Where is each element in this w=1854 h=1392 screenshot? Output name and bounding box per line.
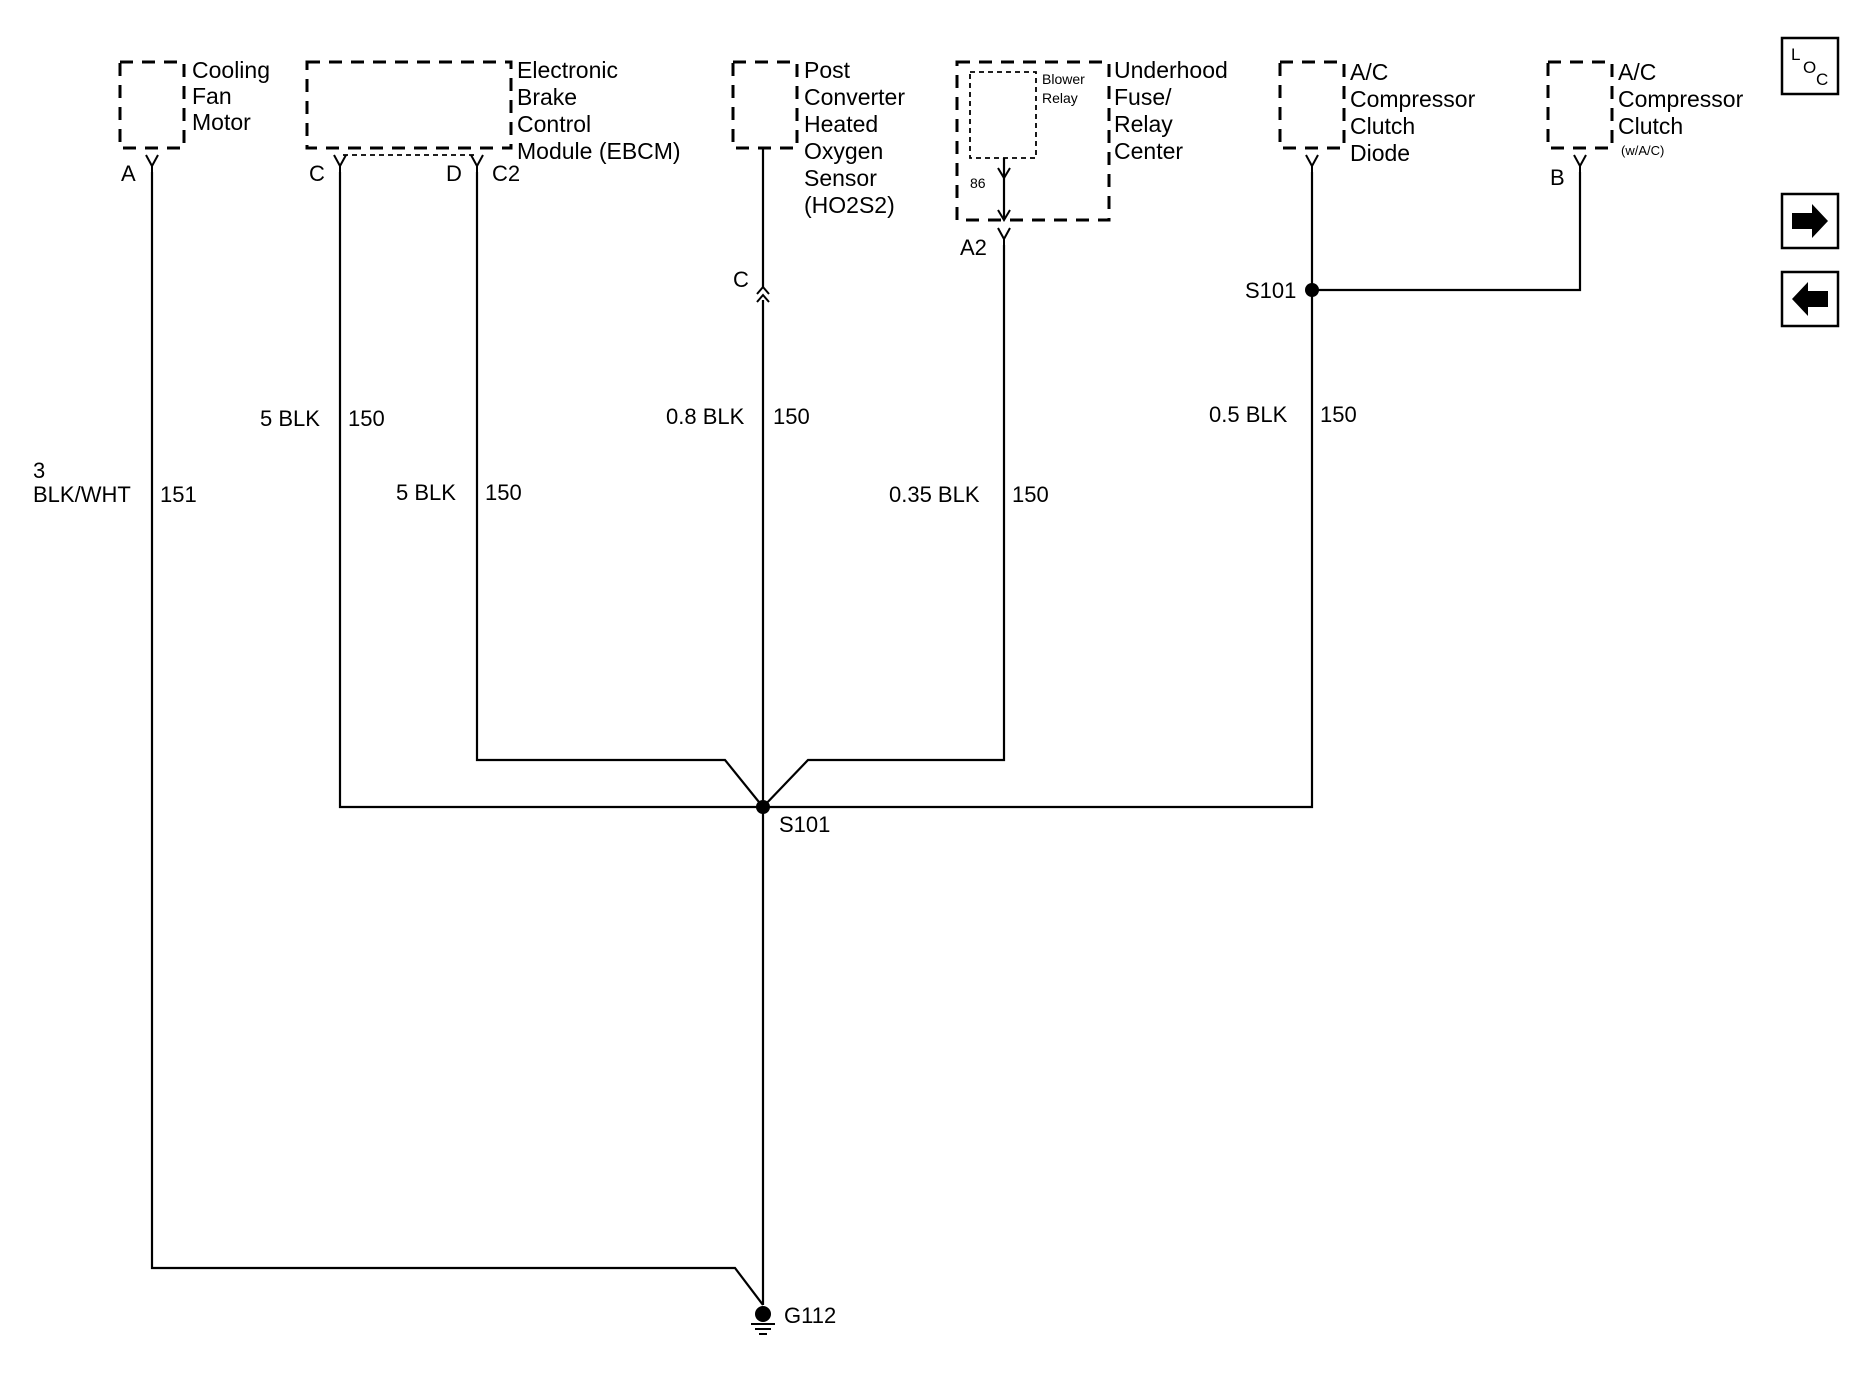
prev-page-button[interactable]	[1780, 270, 1840, 328]
pin-label-clutch-b: B	[1550, 165, 1565, 190]
wire-label-ebcm-c-gauge: 5 BLK	[260, 406, 320, 431]
ground-label: G112	[784, 1303, 836, 1328]
ac-clutch-box	[1546, 60, 1614, 150]
pin-label-fuse-a2: A2	[960, 235, 987, 260]
ho2s2-label: Post Converter Heated Oxygen Sensor (HO2…	[804, 57, 911, 218]
ebcm-label: Electronic Brake Control Module (EBCM)	[517, 57, 681, 164]
pin-ebcm-c	[333, 154, 347, 172]
pin-label-fan-a: A	[121, 161, 136, 186]
location-button-l: L	[1791, 45, 1800, 64]
wire-label-ebcm-d-gauge: 5 BLK	[396, 480, 456, 505]
cooling-fan-motor-label: Cooling Fan Motor	[192, 57, 276, 135]
ac-clutch-diode-label: A/C Compressor Clutch Diode	[1350, 59, 1482, 166]
pin-label-relay-86: 86	[970, 175, 986, 191]
wire-clutch-branch	[1312, 172, 1582, 292]
cooling-fan-motor-box	[118, 60, 186, 150]
ac-clutch-label: A/C Compressor Clutch	[1618, 59, 1750, 139]
blower-relay-box	[969, 71, 1037, 159]
wire-label-diode-circuit: 150	[1320, 402, 1357, 427]
wire-label-fuse-gauge: 0.35 BLK	[889, 482, 980, 507]
pin-label-ebcm-c: C	[309, 161, 325, 186]
arrow-right-icon	[1792, 204, 1828, 238]
pin-ebcm-d	[470, 154, 484, 172]
wire-label-diode-gauge: 0.5 BLK	[1209, 402, 1288, 427]
wire-label-ebcm-d-circuit: 150	[485, 480, 522, 505]
connector-symbols	[145, 154, 1587, 303]
next-page-button[interactable]	[1780, 192, 1840, 250]
wire-label-ho2s2-gauge: 0.8 BLK	[666, 404, 745, 429]
underhood-fuse-relay-label: Underhood Fuse/ Relay Center	[1114, 57, 1234, 164]
wires	[150, 148, 1582, 1306]
pin-clutch-b	[1573, 154, 1587, 172]
pin-label-ebcm-d: D	[446, 161, 462, 186]
pin-label-ho2s2-c: C	[733, 267, 749, 292]
location-button-o: O	[1803, 58, 1816, 77]
wire-ebcm-d-150	[475, 172, 764, 808]
pin-fuse-a2	[997, 227, 1011, 245]
pin-label-ebcm-conn: C2	[492, 161, 520, 186]
wire-fan-151	[150, 172, 764, 1306]
ac-clutch-note: (w/A/C)	[1621, 143, 1664, 158]
relay-86-arrowhead	[997, 209, 1011, 222]
blower-relay-label: Blower Relay	[1042, 71, 1089, 106]
underhood-fuse-relay-box	[955, 60, 1111, 222]
wire-label-fan-circuit: 151	[160, 482, 197, 507]
pin-ho2s2-c	[756, 285, 770, 303]
splice-s101-upper-label: S101	[1245, 278, 1296, 303]
ground-symbol	[751, 1306, 775, 1335]
wire-fuse-150	[762, 245, 1006, 808]
wire-label-fuse-circuit: 150	[1012, 482, 1049, 507]
arrow-left-icon	[1792, 282, 1828, 316]
wire-diode-150	[763, 172, 1314, 809]
location-button-c: C	[1816, 70, 1828, 89]
wire-label-ho2s2-circuit: 150	[773, 404, 810, 429]
pin-fan-a	[145, 154, 159, 172]
ac-clutch-diode-box	[1278, 60, 1346, 150]
wire-ebcm-c-150	[338, 172, 763, 809]
splice-s101-main-label: S101	[779, 812, 830, 837]
pin-diode	[1305, 154, 1319, 172]
ho2s2-box	[731, 60, 799, 150]
wire-label-fan-gauge: 3 BLK/WHT	[33, 458, 131, 507]
splice-s101-upper-dot	[1305, 283, 1319, 297]
ebcm-box	[305, 60, 513, 150]
wire-label-ebcm-c-circuit: 150	[348, 406, 385, 431]
location-button[interactable]: L O C	[1780, 36, 1840, 96]
splice-s101-main-dot	[756, 800, 770, 814]
